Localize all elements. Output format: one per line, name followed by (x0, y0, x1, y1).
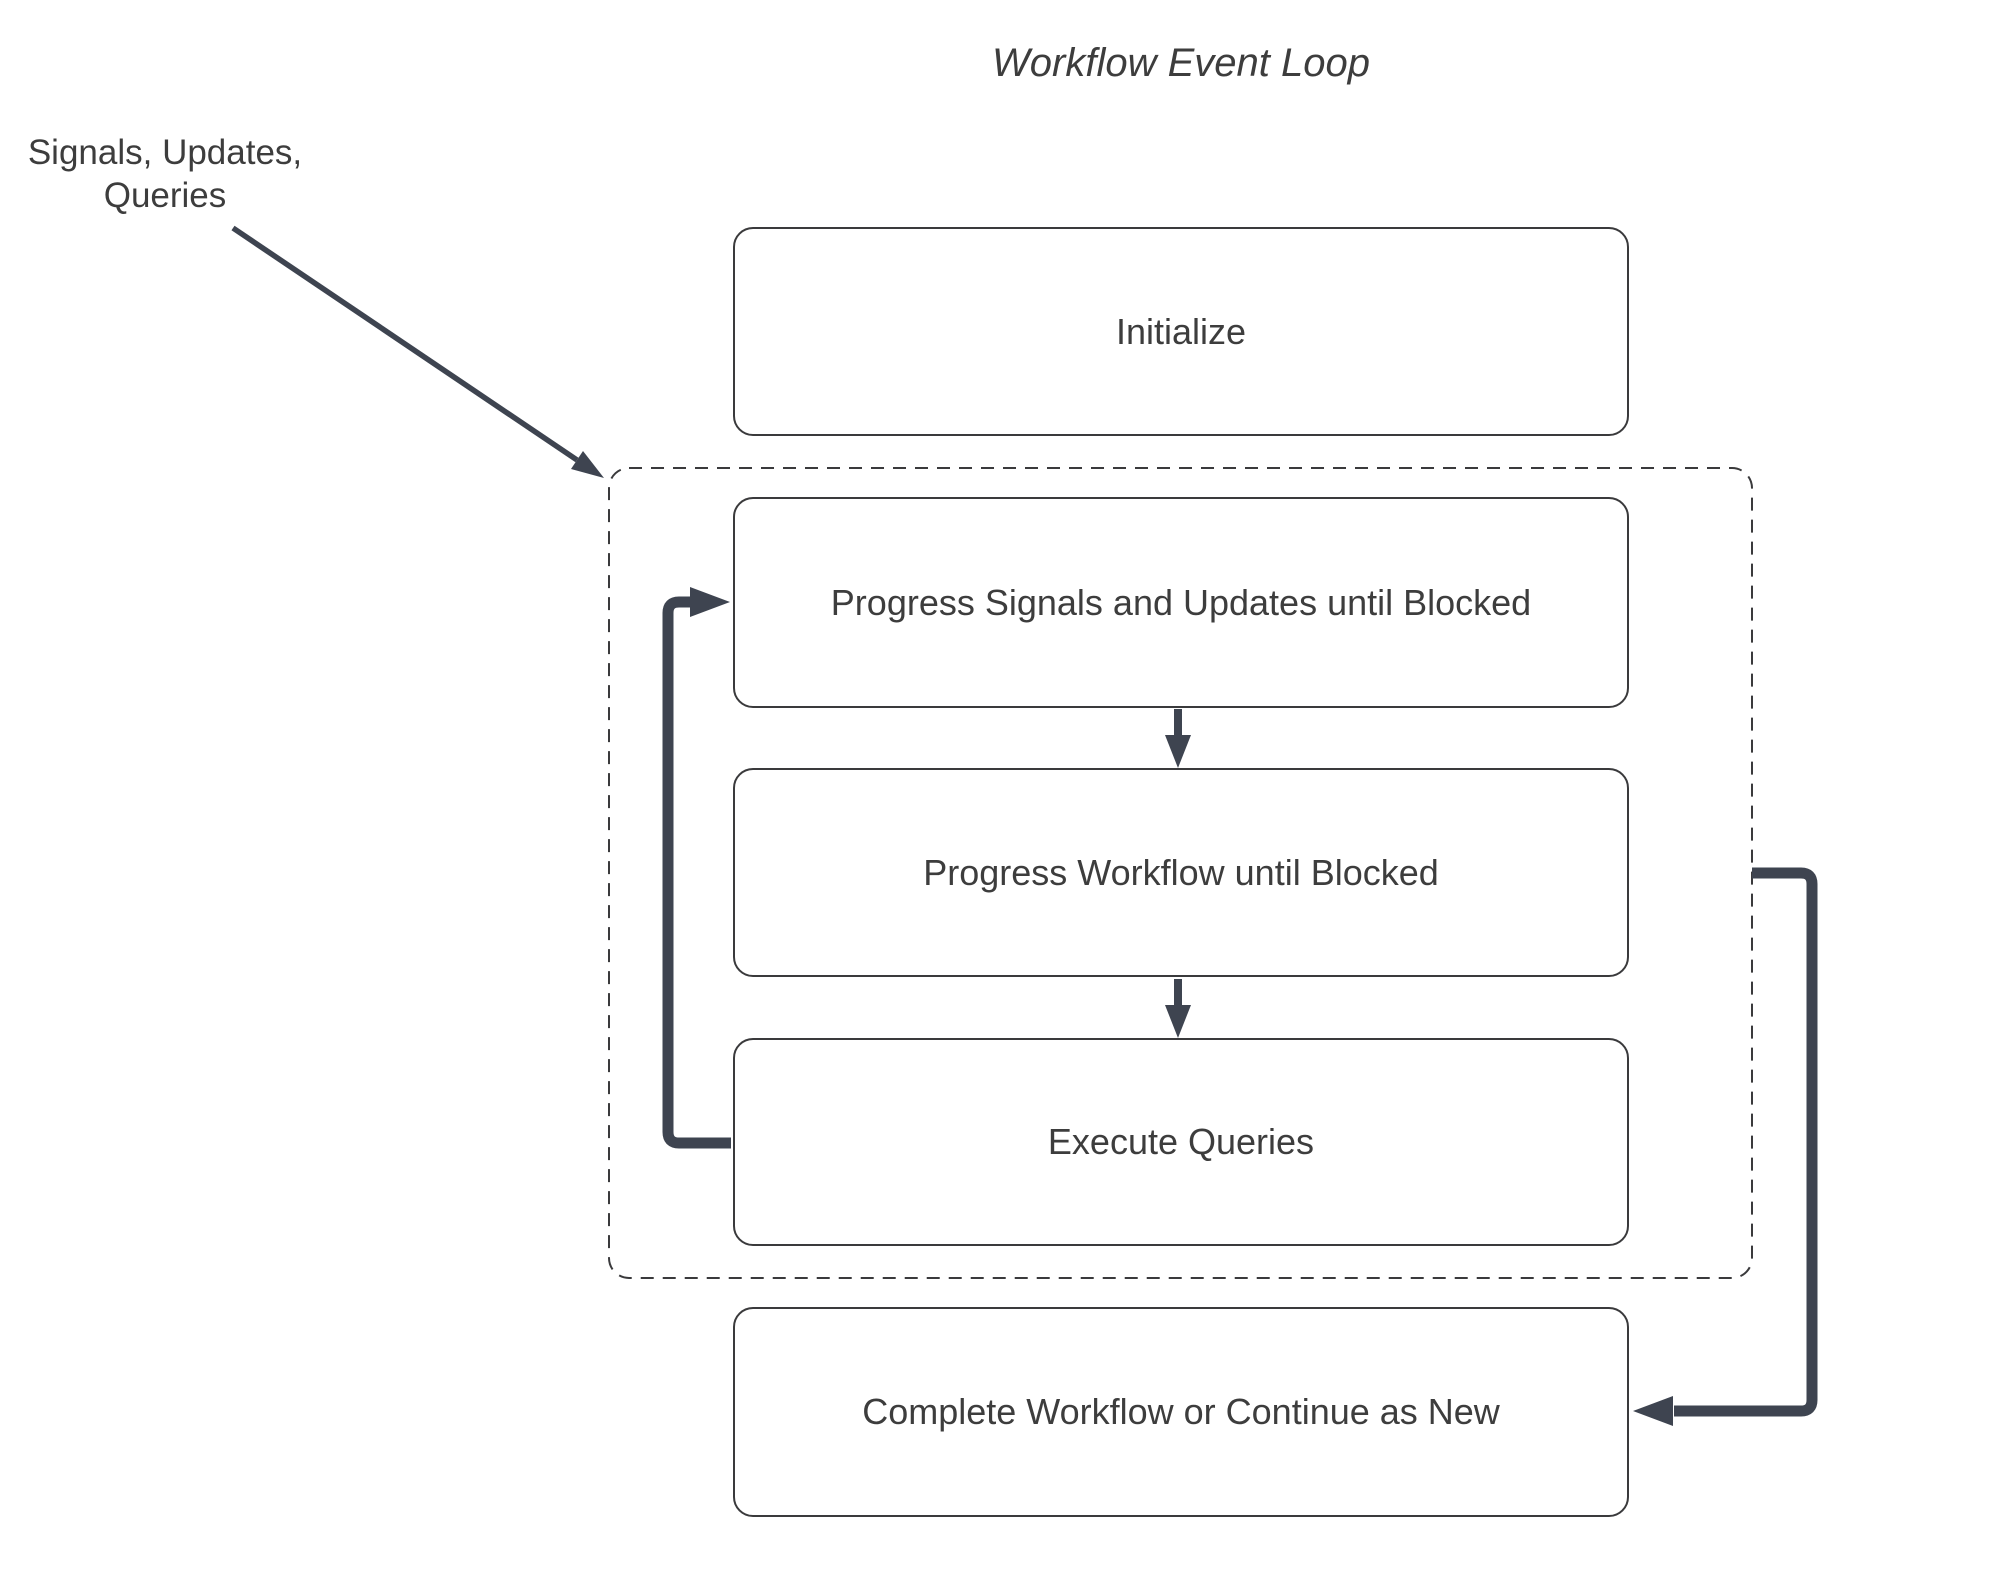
loop-back-arrow (662, 587, 731, 1149)
node-progress-workflow-label: Progress Workflow until Blocked (923, 851, 1439, 893)
node-progress-workflow: Progress Workflow until Blocked (733, 768, 1629, 977)
diagram-title: Workflow Event Loop (992, 41, 1370, 85)
signals-updates-queries-label: Signals, Updates, Queries (27, 133, 303, 215)
node-initialize: Initialize (733, 227, 1629, 436)
node-execute-queries: Execute Queries (733, 1038, 1629, 1246)
arrow-signals-to-workflow (1165, 709, 1191, 768)
signals-to-loop-arrow (231, 225, 604, 478)
arrow-workflow-to-queries (1165, 979, 1191, 1038)
node-progress-signals-label: Progress Signals and Updates until Block… (830, 581, 1532, 623)
node-execute-queries-label: Execute Queries (1047, 1121, 1315, 1162)
node-complete-workflow: Complete Workflow or Continue as New (733, 1307, 1629, 1517)
loop-to-complete-arrow (1633, 867, 1818, 1426)
node-complete-workflow-label: Complete Workflow or Continue as New (862, 1391, 1500, 1432)
node-progress-signals: Progress Signals and Updates until Block… (733, 497, 1629, 708)
node-initialize-label: Initialize (1115, 310, 1247, 352)
